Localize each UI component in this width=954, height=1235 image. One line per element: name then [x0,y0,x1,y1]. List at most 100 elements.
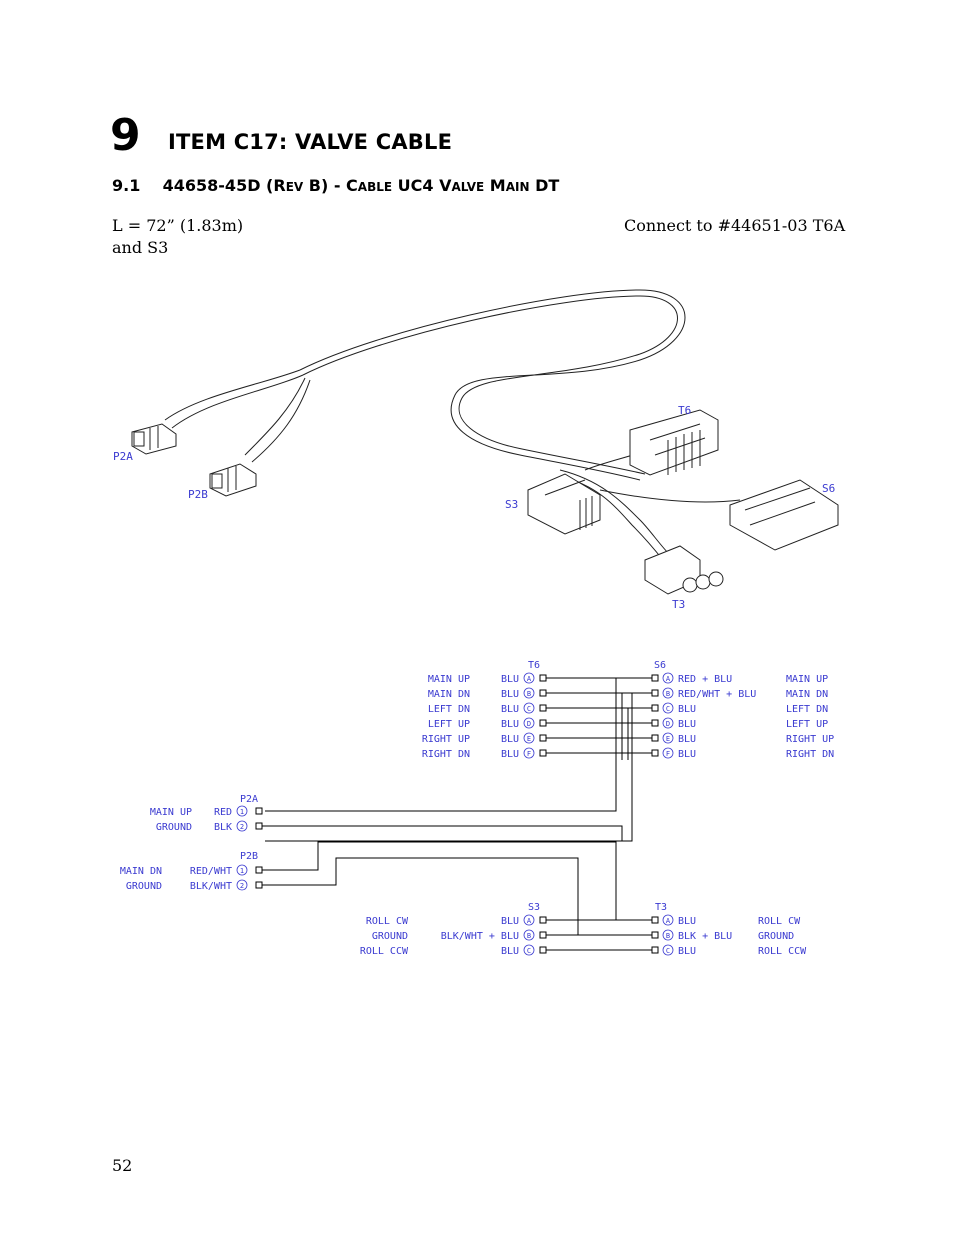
s3-row-2-terminal [539,946,547,954]
t3-row-0-fn: ROLL CW [758,916,801,927]
t6-row-4-terminal [539,734,547,742]
p2a-row-0-terminal [255,807,263,815]
s6-row-2-fn: LEFT DN [786,704,828,715]
illus-label-s6: S6 [822,482,835,495]
chapter-title: ITEM C17: VALVE CABLE [168,130,453,154]
t6-row-5-color: BLU [501,749,519,760]
p2b-row-0-color: RED/WHT [190,866,232,877]
section-number: 9.1 [112,176,141,195]
s6-row-4-fn: RIGHT UP [786,734,834,745]
section-title: 9.1 44658-45D (REV B) - CABLE UC4 VALVE … [112,176,559,195]
s6-row-1-fn: MAIN DN [786,689,828,700]
s6-row-3-terminal [651,719,659,727]
section-part-b: B) - C [303,176,358,195]
p2a-ground-wire [265,693,633,842]
s6-row-0-terminal [651,674,659,682]
t6-row-4-fn: RIGHT UP [422,734,470,745]
s6-connector [729,479,839,551]
s3-connector [527,473,601,535]
s3-row-1-pin-letter: B [527,932,531,940]
p2b-row-1-pin-circle [236,879,248,891]
p2a-main-up-wire [265,678,617,812]
t3-row-2-pin-letter: C [666,947,670,955]
t3-row-1-pin-letter: B [666,932,670,940]
s6-row-0-color: RED + BLU [678,674,732,685]
p2b-row-0-terminal [255,866,263,874]
t3-row-1-fn: GROUND [758,931,794,942]
s3-row-1-color: BLK/WHT + BLU [441,931,519,942]
p2a-row-1-fn: GROUND [156,822,192,833]
s3-row-0-pin-circle [523,914,535,926]
t3-row-0-terminal [651,916,659,924]
p2a-row-1-terminal [255,822,263,830]
s3-row-0-fn: ROLL CW [366,916,409,927]
illus-label-p2b: P2B [188,488,208,501]
t3-row-2-terminal [651,946,659,954]
s6-row-1-pin-circle [662,687,674,699]
s3-row-0-terminal [539,916,547,924]
p2b-row-1-fn: GROUND [126,881,162,892]
illus-label-s3: S3 [505,498,518,511]
s6-row-4-terminal [651,734,659,742]
t3-connector [644,545,724,595]
s6-row-5-pin-letter: F [666,750,670,758]
t6-row-2-fn: LEFT DN [428,704,470,715]
s6-row-2-pin-circle [662,702,674,714]
p2a-row-0-fn: MAIN UP [150,807,192,818]
trunk-cable-outline [302,295,678,475]
t6-row-0-pin-letter: A [527,675,532,683]
t6-row-0-fn: MAIN UP [428,674,470,685]
t3-row-0-color: BLU [678,916,696,927]
p2b-row-1-pin-letter: 2 [240,882,244,890]
s6-row-4-pin-letter: E [666,735,670,743]
t6-row-3-terminal [539,719,547,727]
t6-row-3-pin-circle [523,717,535,729]
t6-row-5-pin-circle [523,747,535,759]
p2b-main-dn-wire [262,841,617,920]
p2a-row-0-color: RED [214,807,232,818]
s6-row-4-pin-circle [662,732,674,744]
s6-row-3-pin-letter: D [666,720,670,728]
s6-row-5-terminal [651,749,659,757]
t6-row-0-color: BLU [501,674,519,685]
s3-row-1-pin-circle [523,929,535,941]
t6-row-1-color: BLU [501,689,519,700]
s3-row-1-terminal [539,931,547,939]
p2b-connector [209,463,257,497]
s6-row-1-terminal [651,689,659,697]
p2a-connector [131,423,177,455]
s6-row-0-pin-letter: A [666,675,671,683]
s3-row-0-pin-letter: A [527,917,532,925]
p2b-ground-wire [262,857,579,935]
illus-label-p2a: P2A [113,450,133,463]
s3-row-2-pin-circle [523,944,535,956]
t3-row-1-pin-circle [662,929,674,941]
s3-row-2-pin-letter: C [527,947,531,955]
t6-row-2-terminal [539,704,547,712]
trunk-cable [299,289,686,481]
t3-row-1-terminal [651,931,659,939]
illus-label-t3: T3 [672,598,685,611]
s6-row-1-pin-letter: B [666,690,670,698]
s3-row-2-color: BLU [501,946,519,957]
t6-row-5-terminal [539,749,547,757]
cable-length: L = 72” (1.83m) [112,216,244,235]
s6-title: S6 [654,660,666,671]
p2b-row-1-terminal [255,881,263,889]
page-number: 52 [112,1156,133,1175]
t6-row-4-pin-letter: E [527,735,531,743]
section-valve-small: ALVE [451,180,485,194]
s6-row-2-pin-letter: C [666,705,670,713]
s3-row-2-fn: ROLL CCW [360,946,409,957]
t6-row-0-terminal [539,674,547,682]
p2b-row-0-pin-circle [236,864,248,876]
p2a-row-1-pin-letter: 2 [240,823,244,831]
t6-row-4-pin-circle [523,732,535,744]
t6-connector [629,409,719,476]
s6-row-5-color: BLU [678,749,696,760]
p2a-row-0-pin-letter: 1 [240,808,244,816]
p2b-title: P2B [240,851,258,862]
s6-row-3-pin-circle [662,717,674,729]
